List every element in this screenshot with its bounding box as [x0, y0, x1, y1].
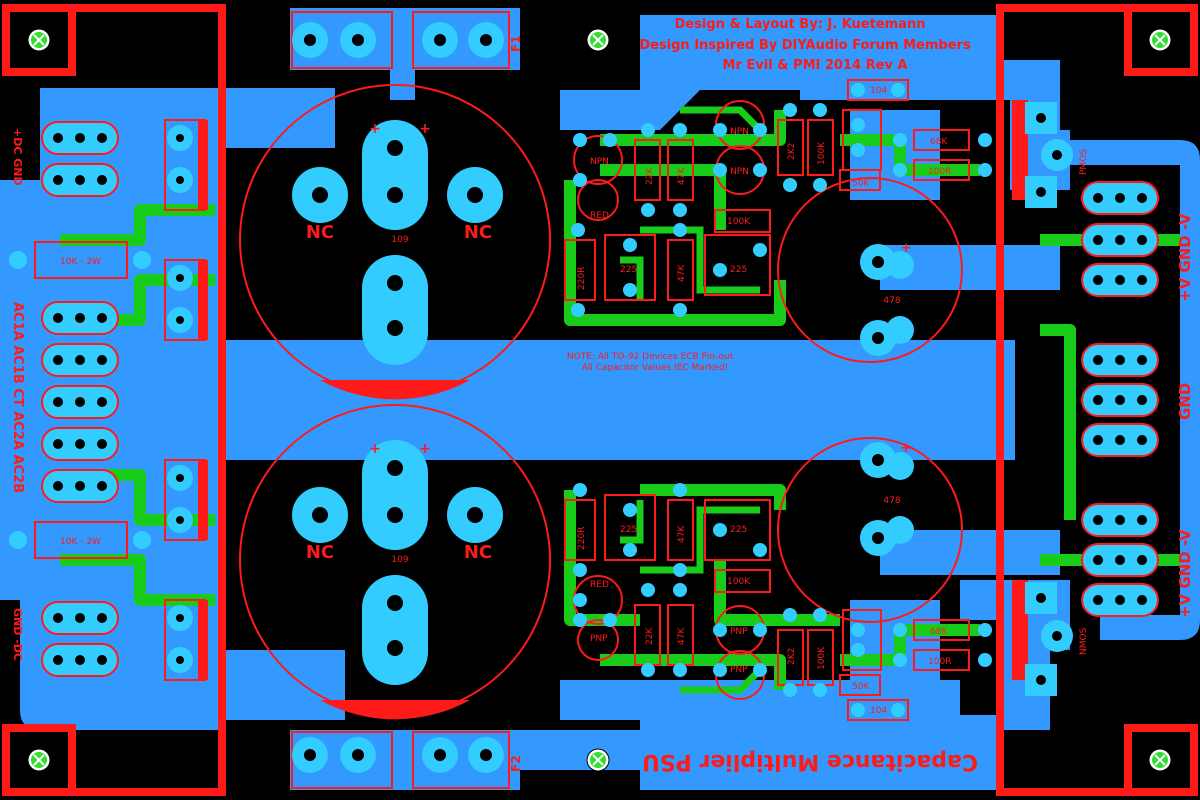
plus-mark: + [419, 441, 431, 457]
small-component-outlines [564, 79, 970, 721]
resistor-100k-label: 100K [817, 141, 827, 165]
left-terminal-pads [41, 121, 119, 677]
credits-line-1: Design & Layout By: J. Kuetemann [675, 17, 926, 32]
capacitor-104-label: 104 [870, 86, 887, 96]
design-note: NOTE: All TO-92 Devices ECB Pin-out All … [567, 352, 734, 373]
nc-label: NC [306, 222, 334, 243]
silkscreen-outline [2, 4, 1198, 796]
npn-label: NPN [730, 127, 749, 137]
component-value-labels: 220R 220R 22K 22K 47K 47K 47K 47K 100K 1… [577, 86, 951, 716]
note-line-1: NOTE: All TO-92 Devices ECB Pin-out [567, 352, 734, 362]
bleeder-label-bottom: 10K - 2W [60, 537, 101, 547]
resistor-100r-label: 100R [928, 657, 951, 667]
resistor-47k-label: 47K [677, 627, 687, 645]
credits-block: Design & Layout By: J. Kuetemann Design … [639, 17, 971, 73]
resistor-22k-label: 22K [645, 167, 655, 185]
resistor-100r-label: 100R [928, 167, 951, 177]
nc-label: NC [464, 222, 492, 243]
resistor-68k-label: 68K [930, 627, 948, 637]
resistor-47k-label: 47K [677, 167, 687, 185]
big-cap-pads [292, 120, 503, 685]
out-cap-plus: + [901, 241, 912, 256]
pnp-label: PNP [590, 634, 608, 644]
npn-label: NPN [730, 167, 749, 177]
fuse-label-top: F1 [509, 35, 523, 52]
mosfets [1012, 100, 1073, 696]
capacitor-225-label: 225 [730, 265, 747, 275]
right-mid-label: GND [1176, 383, 1194, 420]
board-title: Capacitance Multiplier PSU [642, 749, 978, 774]
resistor-100k-label: 100K [817, 646, 827, 670]
led-label: RED [590, 580, 609, 590]
right-terminal-pads [1081, 181, 1159, 617]
right-top-label: +V GND -V [1176, 213, 1194, 302]
pnp-label: PNP [730, 627, 748, 637]
capacitor-225-label: 225 [730, 525, 747, 535]
fuse-label-bottom: F2 [509, 755, 523, 772]
capacitor-225-label: 225 [620, 265, 637, 275]
plus-mark: + [369, 441, 381, 457]
resistor-220r-label: 220R [577, 527, 587, 550]
cap-value-label: 109 [391, 235, 408, 245]
resistor-100k-label: 100K [727, 217, 751, 227]
bleeder-label-top: 10K - 2W [60, 257, 101, 267]
pmos-label: PMOS [1079, 149, 1089, 175]
small-component-pads [571, 83, 992, 717]
cap-value-label: 109 [391, 555, 408, 565]
nmos-label: NMOS [1079, 627, 1089, 655]
capacitor-104-label: 104 [870, 706, 887, 716]
rectifier-diodes [164, 119, 208, 681]
credits-line-3: Mr Evil & PMI 2014 Rev A [723, 58, 908, 73]
trace-thin-layer [620, 106, 763, 694]
led-label: RED [590, 211, 609, 221]
left-dc-bottom-label: GND -DC [11, 608, 24, 661]
pnp-label: PNP [730, 665, 748, 675]
credits-line-2: Design Inspired By DIYAudio Forum Member… [639, 38, 971, 53]
resistor-47k-label: 47K [677, 264, 687, 282]
nc-label: NC [464, 542, 492, 563]
trimmer-50k-label: 50K [852, 179, 870, 189]
resistor-100k-label: 100K [727, 577, 751, 587]
out-cap-value: 478 [883, 496, 900, 506]
plus-mark: + [419, 121, 431, 137]
big-cap-labels: NC NC NC NC 109 109 + + + + 478 478 + + [306, 121, 912, 565]
mounting-holes [27, 28, 1172, 772]
out-cap-value: 478 [883, 296, 900, 306]
resistor-22k-label: 22K [645, 627, 655, 645]
fuse-pads [291, 11, 510, 789]
plus-mark: + [369, 121, 381, 137]
right-bottom-label: +V GND -V [1176, 529, 1194, 618]
resistor-2k2-label: 2K2 [787, 143, 797, 160]
bleeder-resistors [9, 241, 151, 559]
left-ac-label: AC1A AC1B CT AC2A AC2B [10, 302, 25, 493]
note-line-2: All Capacitor Values IEC Marked! [582, 363, 729, 373]
out-cap-plus: + [901, 441, 912, 456]
resistor-68k-label: 68K [930, 137, 948, 147]
npn-label: NPN [590, 157, 609, 167]
left-dc-top-label: +DC GND [11, 128, 24, 186]
nc-label: NC [306, 542, 334, 563]
cap-polarity-bands [320, 380, 470, 720]
capacitor-225-label: 225 [620, 525, 637, 535]
trimmer-50k-label: 50K [852, 682, 870, 692]
output-cap-pads [860, 244, 914, 556]
resistor-2k2-label: 2K2 [787, 648, 797, 665]
resistor-220r-label: 220R [577, 267, 587, 290]
resistor-47k-label: 47K [677, 525, 687, 543]
